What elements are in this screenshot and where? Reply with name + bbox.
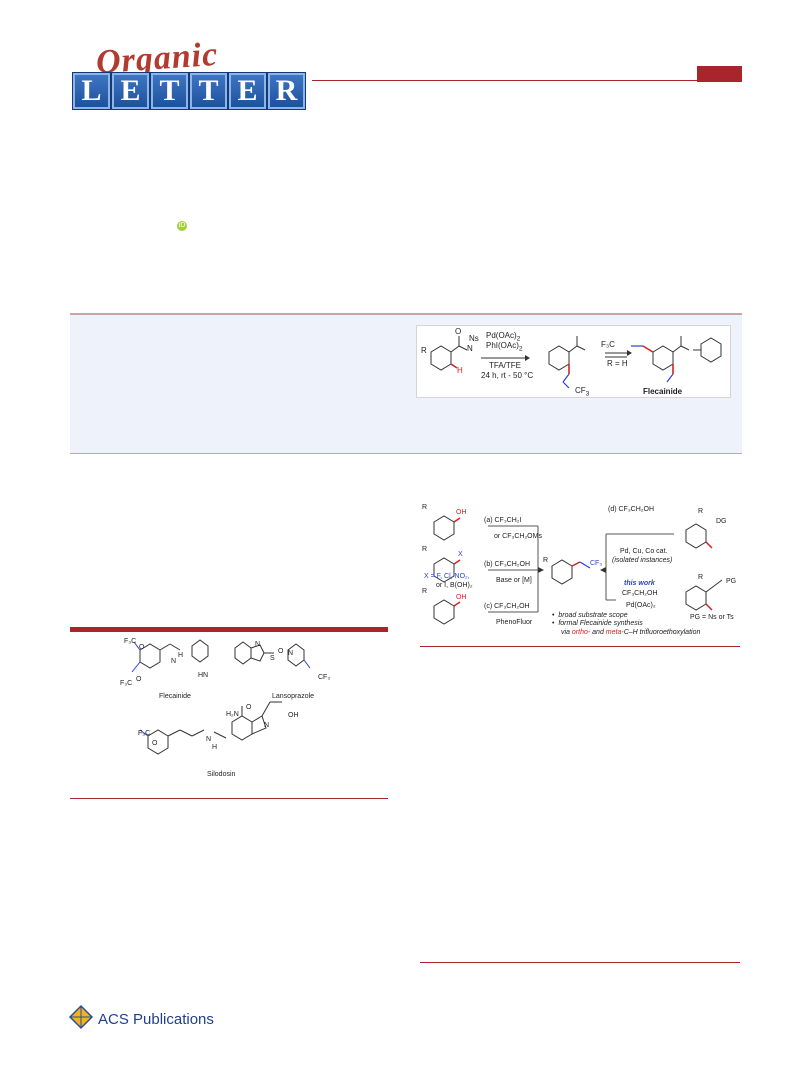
fig1-label: F₃C (138, 730, 151, 737)
toc-r-label: R (421, 346, 427, 355)
acs-publications-text: ACS Publications (98, 1011, 214, 1028)
toc-reagent1: Pd(OAc)2 (486, 331, 521, 343)
scheme-oh-label: OH (456, 509, 467, 516)
logo-letter-tile: L (72, 72, 111, 110)
figure1-top-rule (70, 627, 388, 632)
scheme-bullet-1: • broad substrate scope (552, 612, 628, 619)
logo-letter-tile: T (189, 72, 228, 110)
toc-graphic: R O N Ns H Pd(OAc)2 PhI(OAc)2 TFA/TFE 24… (416, 325, 731, 398)
toc-structures (430, 336, 722, 389)
fig1-label: O (152, 740, 158, 747)
fig1-label: O (278, 648, 284, 655)
scheme1-structures (433, 515, 723, 625)
fig1-label: N (264, 722, 270, 729)
fig1-label: H (212, 744, 218, 751)
toc-conditions: 24 h, rt - 50 °C (481, 371, 534, 380)
scheme-route-a: (a) CF₃CH₂I (484, 517, 522, 524)
logo-letter-tile: E (111, 72, 150, 110)
scheme-tw-reagent: CF₃CH₂OH (622, 590, 658, 597)
scheme-bullet-2: • formal Flecainide synthesis (552, 620, 643, 627)
scheme-center-cf3: CF₃ (590, 560, 603, 567)
logo-letter-tile: E (228, 72, 267, 110)
figure1-bottom-rule (70, 798, 388, 799)
scheme-this-work: this work (624, 580, 655, 587)
orcid-icon[interactable]: iD (177, 221, 187, 231)
scheme-route-b2: Base or [M] (496, 577, 532, 584)
scheme-x-definition: X = F, Cl, NO₂, (424, 573, 470, 580)
toc-reagent2: PhI(OAc)2 (486, 341, 523, 353)
scheme-r-label: R (422, 546, 428, 553)
fig1-label: H (178, 652, 184, 659)
toc-f3c-label: F₃C (601, 340, 615, 349)
fig1-label: F₃C (120, 680, 133, 687)
abstract-band-top-rule (70, 313, 742, 315)
footnote-rule (420, 962, 740, 963)
fig1-drug-name-lansoprazole: Lansoprazole (272, 693, 315, 700)
fig1-label: O (246, 704, 252, 711)
fig1-label: O (139, 644, 145, 651)
header-tab (697, 66, 742, 82)
scheme-r-label: R (422, 504, 428, 511)
scheme1-bottom-rule (420, 646, 740, 647)
fig1-label: N (288, 650, 294, 657)
fig1-label: OH (288, 712, 299, 719)
fig1-label: O (136, 676, 142, 683)
fig1-label: N (171, 658, 177, 665)
toc-o-label: O (455, 327, 462, 336)
fig1-label: CF₃ (318, 674, 331, 681)
logo-letter-tile: R (267, 72, 306, 110)
scheme-x-label: X (458, 551, 463, 558)
header-rule (312, 80, 742, 81)
scheme-dg-label: DG (716, 518, 727, 525)
fig1-label: F₃C (124, 638, 137, 645)
scheme-center-r: R (543, 557, 549, 564)
scheme-route-c: (c) CF₃CH₂OH (484, 603, 530, 610)
scheme-pg-definition: PG = Ns or Ts (690, 614, 734, 621)
fig1-drug-name-flecainide: Flecainide (159, 693, 191, 700)
scheme-x-definition-2: or I, B(OH)₂ (436, 582, 473, 589)
toc-product-name: Flecainide (643, 387, 683, 396)
scheme-r-right2: R (698, 574, 704, 581)
toc-arrow-condition: R = H (607, 359, 628, 368)
fig1-label: S (270, 655, 275, 662)
fig1-label: H₂N (226, 711, 239, 718)
scheme-route-d2: Pd, Cu, Co cat. (620, 548, 668, 555)
fig1-label: HN (198, 672, 209, 679)
scheme-route-d3: (isolated instances) (612, 557, 673, 564)
fig1-label: N (255, 641, 261, 648)
scheme-route-d: (d) CF₃CH₂OH (608, 506, 655, 513)
scheme-pg-label: PG (726, 578, 737, 585)
toc-h-label: H (457, 366, 463, 375)
toc-ns-label: Ns (469, 334, 479, 343)
toc-cf3: CF3 (575, 386, 590, 398)
scheme-route-a2: or CF₃CH₂OMs (494, 533, 542, 540)
scheme-r-right: R (698, 508, 704, 515)
fig1-drug-name-silodosin: Silodosin (207, 771, 236, 778)
toc-n-label: N (467, 344, 473, 353)
scheme-r-label: R (422, 588, 428, 595)
scheme-route-c2: PhenoFluor (496, 619, 533, 626)
toc-solvent: TFA/TFE (489, 361, 521, 370)
fig1-label: N (206, 736, 212, 743)
scheme-route-b: (b) CF₃CH₂OH (484, 561, 531, 568)
abstract-band-bottom-rule (70, 453, 742, 454)
scheme-bullet-3: via ortho- and meta-C–H trifluoroethoxyl… (561, 629, 701, 636)
scheme-tw-cat: Pd(OAc)₂ (626, 602, 656, 609)
figure1-structures (131, 639, 311, 755)
scheme-oh-label: OH (456, 594, 467, 601)
logo-letter-tile: T (150, 72, 189, 110)
acs-logo-icon (68, 1004, 94, 1030)
